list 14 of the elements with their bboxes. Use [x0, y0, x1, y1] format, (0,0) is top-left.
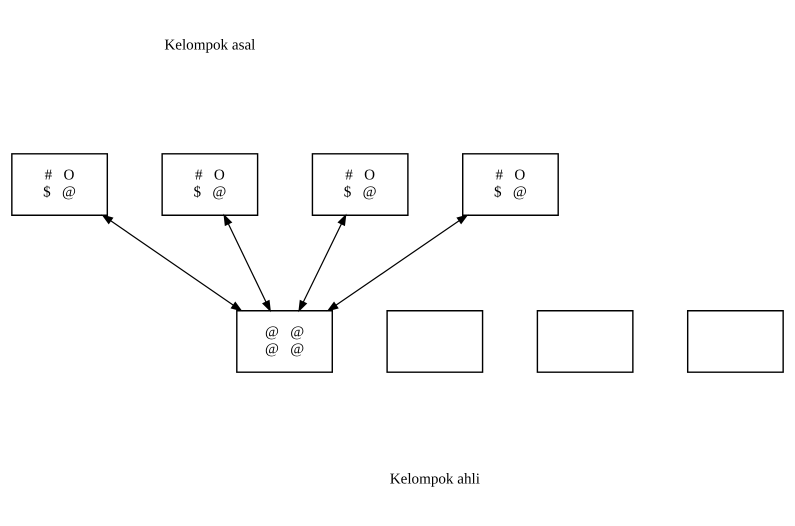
label: Kelompok ahli: [390, 472, 480, 488]
arrow: [101, 214, 243, 312]
node-box: [686, 310, 784, 373]
node-box: [386, 310, 484, 373]
node-box: # O $ @: [11, 153, 108, 216]
arrow: [298, 214, 346, 312]
node-box: # O $ @: [312, 153, 409, 216]
arrow: [223, 214, 271, 312]
node-box: # O $ @: [462, 153, 559, 216]
node-box: [536, 310, 634, 373]
label: Kelompok asal: [164, 38, 256, 54]
arrow: [326, 214, 469, 312]
node-box: # O $ @: [161, 153, 258, 216]
node-box: @ @ @ @: [236, 310, 333, 373]
